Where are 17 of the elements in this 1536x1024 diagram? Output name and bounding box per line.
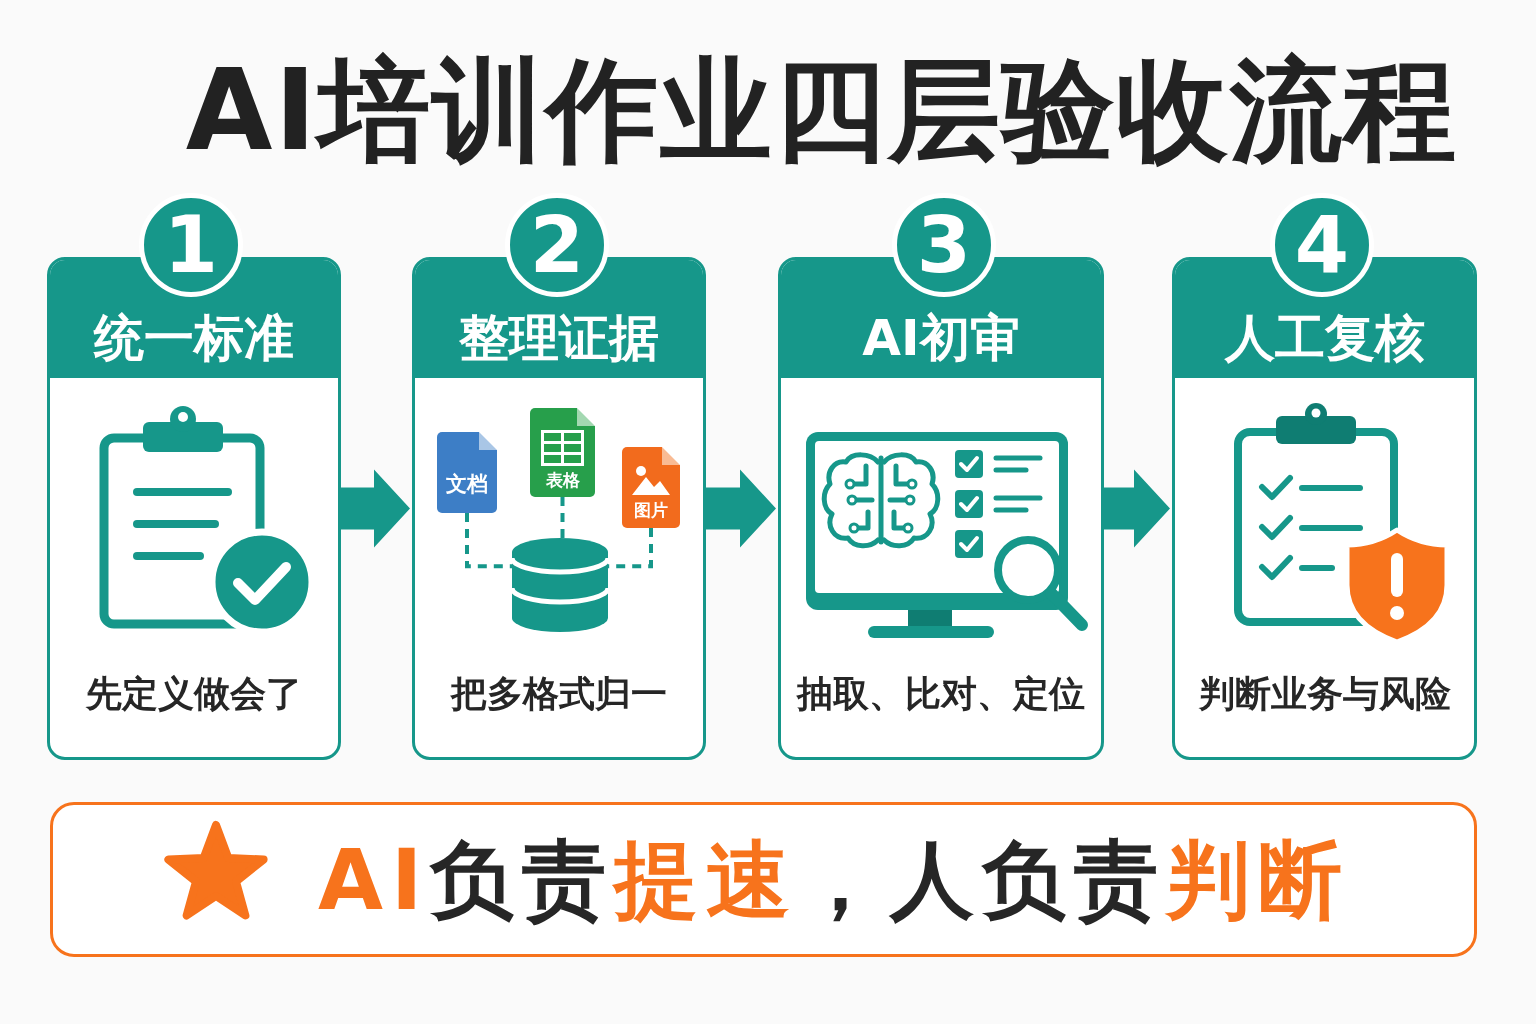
- summary-banner: [50, 802, 1477, 957]
- step-description: 先定义做会了: [86, 672, 302, 716]
- dashed-connector: [608, 528, 653, 569]
- banner-text: AI负责提速，人负责判断: [318, 830, 1351, 930]
- dashed-connector: [465, 513, 512, 569]
- step-description: 抽取、比对、定位: [797, 672, 1085, 716]
- database-cylinder: [512, 538, 608, 632]
- title: AI培训作业四层验收流程: [185, 44, 1459, 177]
- step-description: 把多格式归一: [451, 672, 667, 716]
- arrow: [341, 469, 410, 548]
- image-file: 图片: [622, 447, 680, 528]
- arrow: [1104, 469, 1170, 548]
- spreadsheet-file: 表格: [530, 408, 595, 497]
- document-file: 文档: [437, 432, 497, 513]
- step-description: 判断业务与风险: [1198, 672, 1451, 716]
- dashed-connector: [560, 497, 565, 538]
- arrow: [706, 469, 776, 548]
